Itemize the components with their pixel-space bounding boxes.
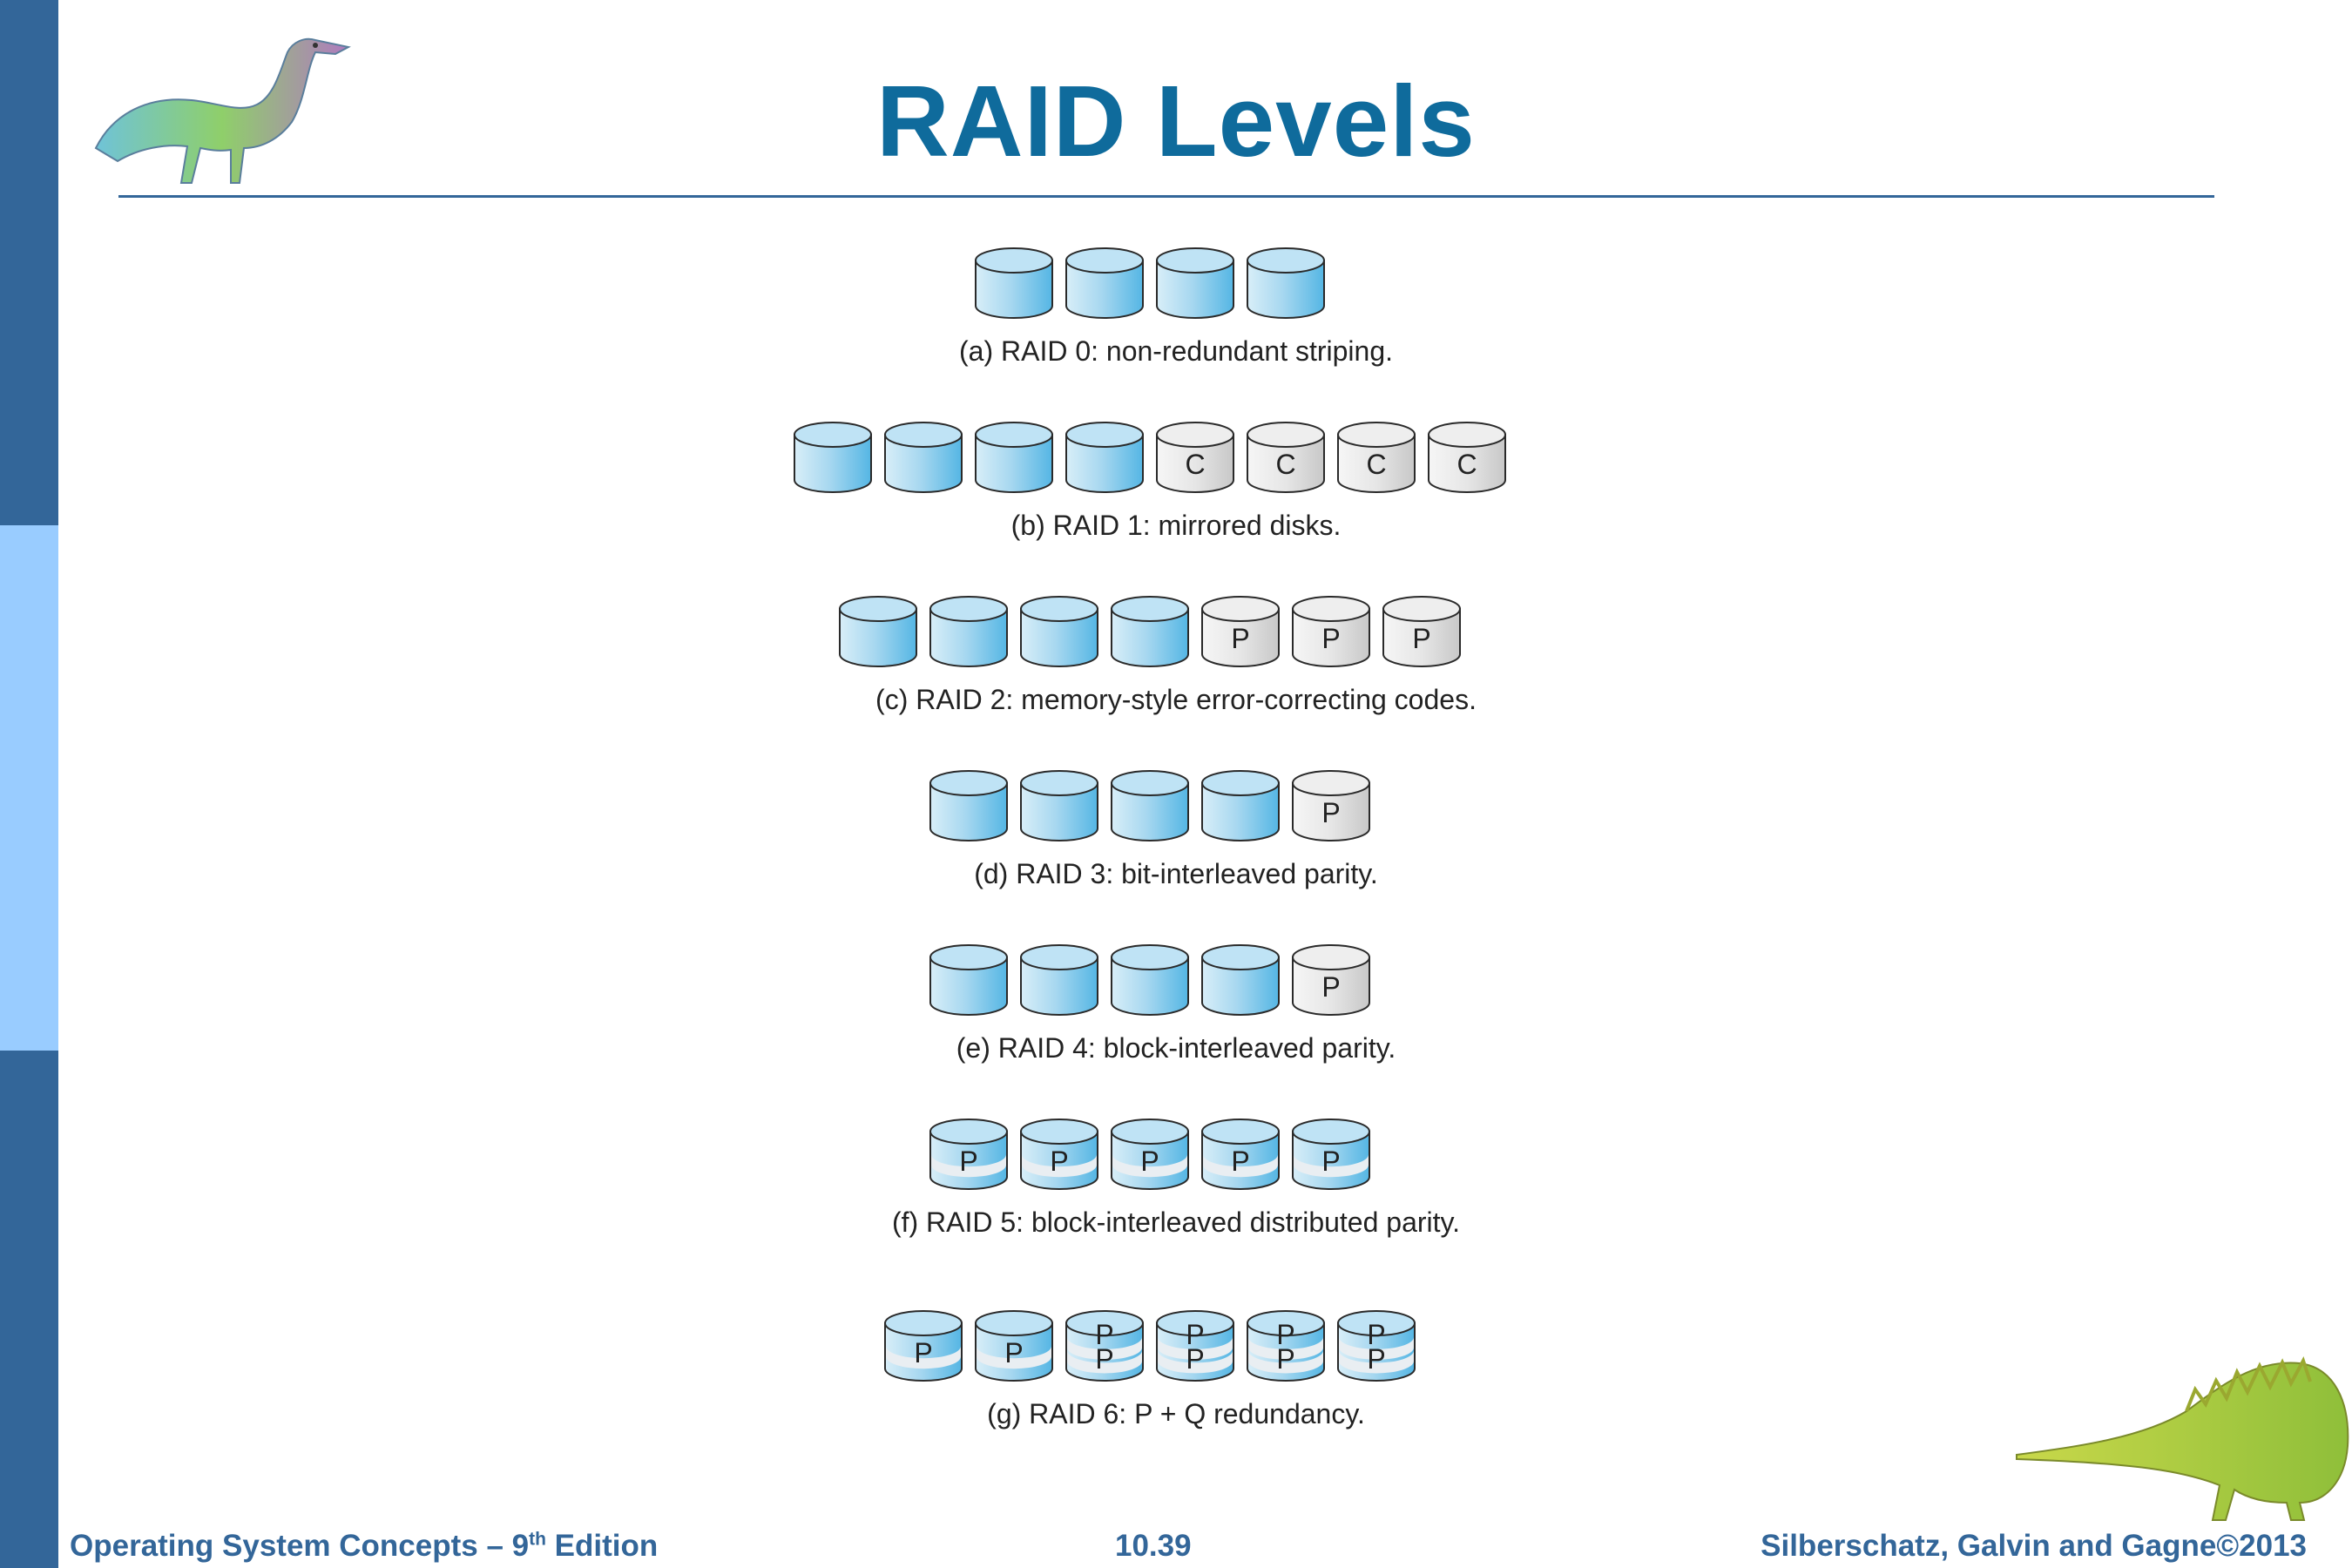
data-disk-icon: P (1201, 1119, 1280, 1190)
raid-caption: (g) RAID 6: P + Q redundancy. (987, 1398, 1365, 1429)
disk-label: P (1276, 1319, 1294, 1350)
raid-caption: (b) RAID 1: mirrored disks. (1010, 510, 1342, 541)
raid-caption: (c) RAID 2: memory-style error-correctin… (875, 684, 1477, 715)
parity-disk-icon: P (1201, 596, 1280, 667)
disk-label: P (1095, 1319, 1113, 1350)
data-disk-icon (975, 422, 1053, 493)
disk-label: P (1321, 797, 1340, 828)
raid-caption: (e) RAID 4: block-interleaved parity. (956, 1032, 1396, 1064)
data-disk-icon: P (1020, 1119, 1098, 1190)
data-disk-icon (1111, 770, 1189, 841)
data-disk-icon: P (929, 1119, 1008, 1190)
data-disk-icon (1156, 247, 1234, 319)
data-disk-icon (1020, 596, 1098, 667)
disk-label: P (1140, 1146, 1159, 1177)
disk-label: P (1004, 1337, 1023, 1369)
mirror-disk-icon: C (1428, 422, 1506, 493)
raid-caption: (a) RAID 0: non-redundant striping. (958, 335, 1394, 367)
data-disk-icon: PP (1065, 1310, 1144, 1382)
data-disk-icon (1020, 944, 1098, 1016)
disk-label: P (1050, 1146, 1068, 1177)
data-disk-icon: P (1111, 1119, 1189, 1190)
data-disk-icon (1111, 944, 1189, 1016)
data-disk-icon (1065, 422, 1144, 493)
mirror-disk-icon: C (1337, 422, 1416, 493)
disk-label: P (1276, 1343, 1294, 1375)
disk-label: P (1321, 1146, 1340, 1177)
data-disk-icon (1201, 770, 1280, 841)
raid-caption: (d) RAID 3: bit-interleaved parity. (974, 858, 1378, 889)
footer-edition-word: Edition (554, 1529, 659, 1563)
footer-edition-sup: th (529, 1529, 546, 1550)
data-disk-icon (1111, 596, 1189, 667)
disk-label: C (1366, 449, 1386, 480)
dinosaur-top-left-icon (94, 37, 351, 184)
mirror-disk-icon: C (1156, 422, 1234, 493)
sidebar-top (0, 0, 58, 525)
data-disk-icon: P (975, 1310, 1053, 1382)
disk-label: C (1185, 449, 1205, 480)
data-disk-icon (929, 770, 1008, 841)
disk-label: P (1367, 1319, 1385, 1350)
data-disk-icon (1201, 944, 1280, 1016)
disk-label: C (1275, 449, 1295, 480)
disk-label: P (1412, 623, 1430, 654)
disk-label: P (1231, 1146, 1249, 1177)
parity-disk-icon: P (1382, 596, 1461, 667)
data-disk-icon (929, 596, 1008, 667)
disk-label: P (914, 1337, 932, 1369)
sidebar-bottom (0, 1051, 58, 1568)
data-disk-icon (975, 247, 1053, 319)
footer-page-number: 10.39 (1115, 1529, 1192, 1563)
data-disk-icon (1247, 247, 1325, 319)
disk-label: P (959, 1146, 977, 1177)
disk-label: P (1186, 1319, 1204, 1350)
data-disk-icon (794, 422, 872, 493)
disk-label: P (1186, 1343, 1204, 1375)
disk-label: P (1367, 1343, 1385, 1375)
parity-disk-icon: P (1292, 596, 1370, 667)
mirror-disk-icon: C (1247, 422, 1325, 493)
raid-row: P (929, 770, 1370, 841)
data-disk-icon (1020, 770, 1098, 841)
sidebar-middle (0, 525, 58, 1051)
footer-authors: Silberschatz, Galvin and Gagne©2013 (1761, 1529, 2307, 1563)
data-disk-icon: P (1292, 1119, 1370, 1190)
data-disk-icon (1065, 247, 1144, 319)
data-disk-icon: P (884, 1310, 963, 1382)
disk-label: C (1456, 449, 1477, 480)
footer-book-name: Operating System Concepts – 9 (70, 1529, 530, 1563)
data-disk-icon: PP (1247, 1310, 1325, 1382)
raid-caption: (f) RAID 5: block-interleaved distribute… (891, 1206, 1461, 1238)
dinosaur-bottom-right-icon (2016, 1355, 2349, 1521)
raid-row (975, 247, 1325, 319)
disk-label: P (1231, 623, 1249, 654)
raid-row: P (929, 944, 1370, 1016)
disk-label: P (1321, 623, 1340, 654)
disk-label: P (1321, 971, 1340, 1003)
data-disk-icon (929, 944, 1008, 1016)
disk-label: P (1095, 1343, 1113, 1375)
data-disk-icon: PP (1156, 1310, 1234, 1382)
parity-disk-icon: P (1292, 944, 1370, 1016)
page-title: RAID Levels (876, 64, 1476, 178)
footer-book-title: Operating System Concepts – 9th Edition (70, 1529, 658, 1564)
title-underline (118, 195, 2214, 198)
data-disk-icon (839, 596, 917, 667)
data-disk-icon (884, 422, 963, 493)
parity-disk-icon: P (1292, 770, 1370, 841)
data-disk-icon: PP (1337, 1310, 1416, 1382)
